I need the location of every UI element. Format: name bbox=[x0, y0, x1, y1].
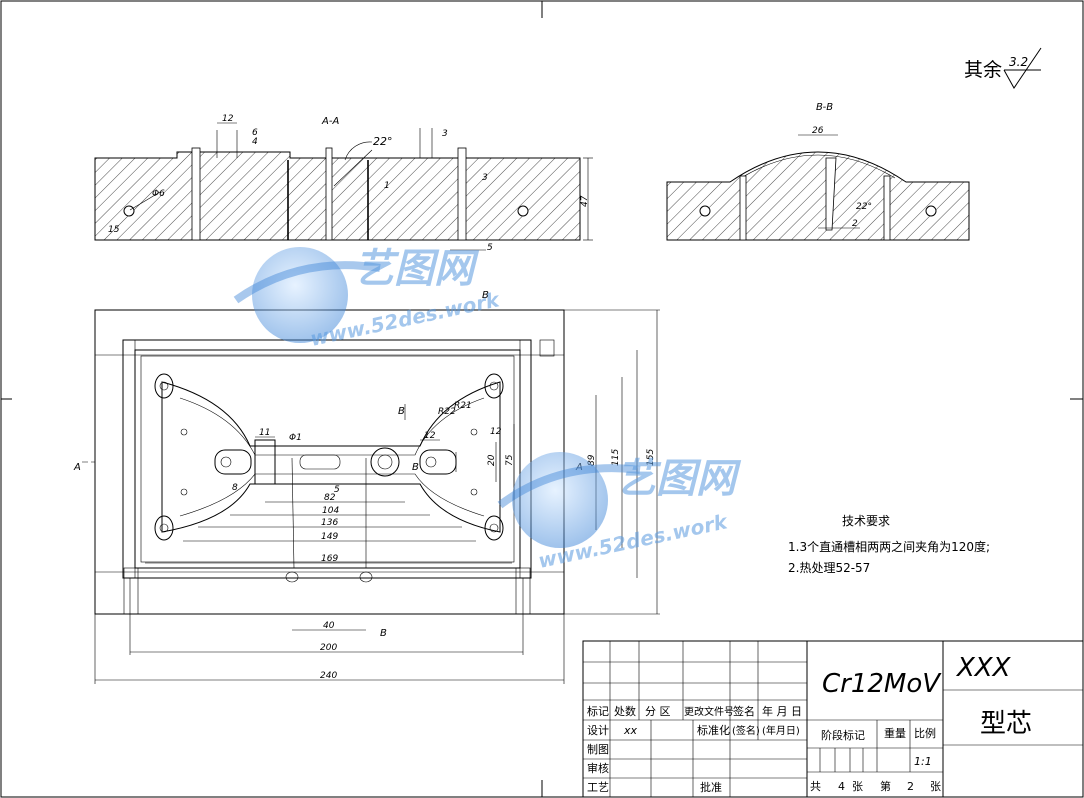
section-mark-b-bottom: B bbox=[380, 628, 387, 639]
tech-req-item-1: 1.3个直通槽相两两之间夹角为120度; bbox=[788, 539, 990, 554]
section-bb-title: B-B bbox=[816, 102, 833, 113]
technical-requirements: 技术要求 1.3个直通槽相两两之间夹角为120度; 2.热处理52-57 bbox=[788, 514, 990, 575]
watermark-brand-bottom: 艺图网 bbox=[616, 456, 742, 502]
watermark-brand-top: 艺图网 bbox=[354, 246, 480, 292]
tb-header-change: 更改文件号 bbox=[684, 705, 734, 718]
aa-dim-phi6: Φ6 bbox=[152, 189, 165, 199]
watermark-bottom: 艺图网 www.52des.work bbox=[497, 452, 742, 573]
roughness-note: 其余 3.2 bbox=[964, 47, 1042, 89]
watermark-top: 艺图网 www.52des.work bbox=[233, 246, 503, 351]
tb-index-label: 第 bbox=[880, 779, 891, 793]
pv-dim-40: 40 bbox=[323, 621, 335, 631]
tb-weight-label: 重量 bbox=[884, 726, 906, 740]
tb-unit2: 张 bbox=[930, 780, 941, 793]
title-block: 标记 处数 分 区 更改文件号 签名 年 月 日 设计 xx 标准化 (签名) … bbox=[582, 640, 1084, 798]
pv-dim-136: 136 bbox=[321, 518, 338, 528]
tb-header-mark: 标记 bbox=[587, 704, 609, 718]
pv-dim-phi1: Φ1 bbox=[289, 433, 302, 443]
pv-dim-12: 12 bbox=[424, 431, 436, 441]
aa-dim-1: 1 bbox=[384, 181, 390, 191]
pv-dim-155: 155 bbox=[646, 449, 656, 466]
section-mark-b-center: B bbox=[412, 462, 419, 473]
bb-dim-22deg: 22° bbox=[856, 202, 872, 212]
tb-index: 2 bbox=[907, 780, 914, 793]
section-bb: B-B 26 22° 2 bbox=[666, 102, 970, 241]
pv-dim-75: 75 bbox=[505, 454, 515, 466]
aa-dim-22deg: 22° bbox=[373, 135, 393, 148]
tech-req-title: 技术要求 bbox=[842, 514, 890, 528]
aa-dim-47: 47 bbox=[580, 195, 590, 207]
tb-total-label: 共 bbox=[810, 780, 821, 793]
pv-dim-5: 5 bbox=[334, 485, 340, 495]
tb-approve-label: 批准 bbox=[700, 780, 722, 794]
bb-dim-26: 26 bbox=[812, 126, 824, 136]
pv-dim-r21: R21 bbox=[454, 401, 472, 411]
tb-std-sign: (签名) bbox=[732, 724, 760, 737]
section-aa-title: A-A bbox=[321, 116, 339, 127]
pv-dim-89: 89 bbox=[587, 454, 597, 466]
pv-dim-11: 11 bbox=[259, 428, 270, 438]
tb-scale-value: 1:1 bbox=[914, 755, 932, 768]
aa-dim-3a: 3 bbox=[442, 129, 448, 139]
tb-std-label: 标准化 bbox=[697, 723, 730, 737]
tb-header-count: 处数 bbox=[614, 705, 636, 718]
pv-dim-149: 149 bbox=[321, 532, 338, 542]
aa-dim-5: 5 bbox=[487, 243, 493, 253]
tb-design-value: xx bbox=[623, 724, 638, 737]
pv-dim-12b: 12 bbox=[490, 427, 502, 437]
tb-scale-label: 比例 bbox=[914, 726, 936, 740]
tb-unit1: 张 bbox=[852, 780, 863, 793]
pv-dim-115: 115 bbox=[611, 449, 621, 466]
tb-name: 型芯 bbox=[980, 709, 1032, 739]
tb-stage-label: 阶段标记 bbox=[821, 728, 865, 742]
aa-dim-15: 15 bbox=[108, 225, 120, 235]
roughness-symbol bbox=[1003, 47, 1042, 89]
tb-header-sign: 签名 bbox=[733, 704, 755, 718]
aa-dim-3b: 3 bbox=[482, 173, 488, 183]
section-aa: A-A 12 6 4 Φ6 15 22° 3 1 3 5 47 bbox=[94, 114, 593, 253]
tb-check-label: 审核 bbox=[587, 761, 609, 775]
pv-dim-r22: R22 bbox=[438, 407, 456, 417]
pv-dim-240: 240 bbox=[320, 671, 337, 681]
roughness-value: 3.2 bbox=[1009, 55, 1028, 69]
pv-dim-82: 82 bbox=[324, 493, 336, 503]
tb-header-zone: 分 区 bbox=[645, 705, 671, 718]
pv-dim-20: 20 bbox=[487, 454, 497, 466]
pv-dim-200: 200 bbox=[320, 643, 337, 653]
section-mark-a-left: A bbox=[73, 462, 81, 473]
tb-std-date: (年月日) bbox=[762, 724, 800, 737]
tech-req-item-2: 2.热处理52-57 bbox=[788, 561, 870, 575]
plan-view: A A B B B B 11 Φ1 12 8 5 R22 R21 12 82 1… bbox=[73, 290, 660, 684]
pv-dim-8: 8 bbox=[232, 483, 238, 493]
aa-dim-4: 4 bbox=[252, 137, 258, 147]
tb-material: Cr12MoV bbox=[822, 669, 942, 699]
roughness-label: 其余 bbox=[964, 59, 1002, 81]
aa-dim-6: 6 bbox=[252, 128, 258, 138]
tb-process-label: 工艺 bbox=[587, 781, 609, 794]
section-mark-b-top: B bbox=[482, 290, 489, 301]
tb-total: 4 bbox=[838, 780, 845, 793]
aa-dim-12: 12 bbox=[222, 114, 234, 124]
pv-dim-169: 169 bbox=[321, 554, 338, 564]
tb-code: XXX bbox=[955, 653, 1012, 683]
section-mark-b-mid: B bbox=[398, 406, 405, 417]
bb-dim-2: 2 bbox=[852, 219, 858, 229]
tb-header-date: 年 月 日 bbox=[762, 704, 802, 718]
pv-dim-104: 104 bbox=[322, 506, 339, 516]
tb-drawn-label: 制图 bbox=[587, 743, 609, 756]
tb-design-label: 设计 bbox=[587, 724, 609, 737]
